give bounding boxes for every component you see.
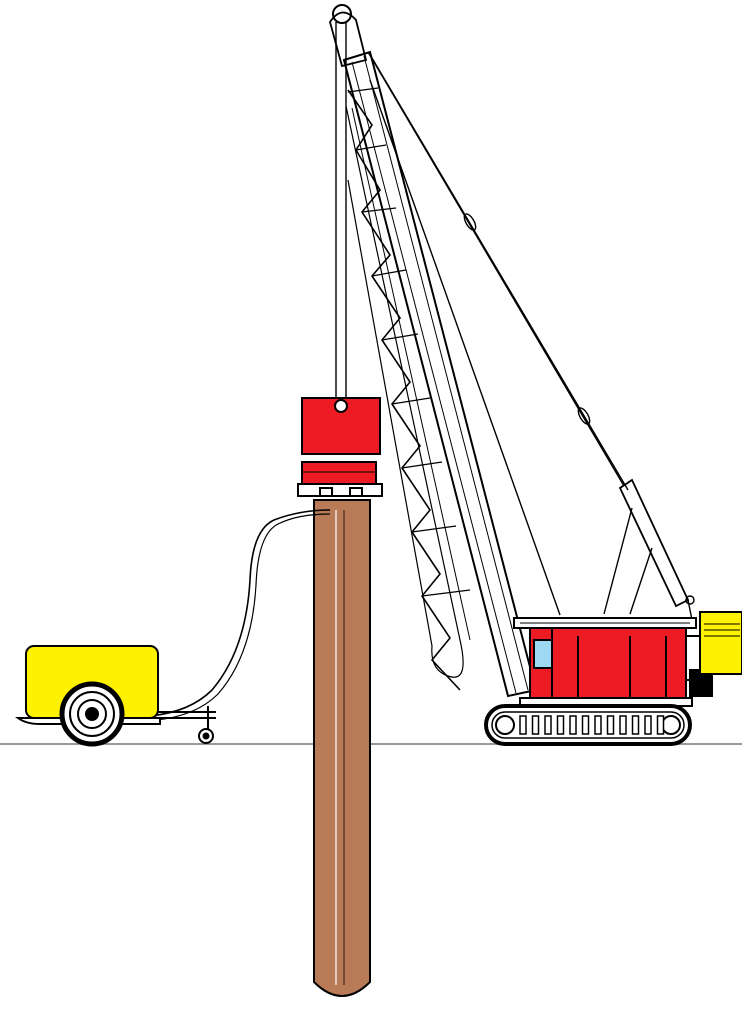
air-hose [149, 509, 331, 717]
pile [313, 499, 371, 997]
air-hose-inner [155, 513, 331, 721]
air-compressor-trailer [14, 645, 216, 747]
track-roller [569, 715, 577, 735]
track-roller [619, 715, 627, 735]
crawler-crane [484, 611, 742, 746]
track-roller [556, 715, 565, 735]
track-roller [581, 715, 590, 735]
pendant-lines [367, 51, 695, 621]
track-roller [519, 715, 527, 735]
pile-hammer [297, 397, 383, 497]
track-roller [644, 715, 652, 735]
track-roller [656, 715, 665, 735]
track-roller [606, 715, 615, 735]
track-roller [594, 715, 602, 735]
hammer-suspension-rope [335, 22, 347, 402]
track-roller [531, 715, 540, 735]
track-roller [544, 715, 552, 735]
lattice-boom [329, 4, 538, 698]
track-roller [631, 715, 640, 735]
